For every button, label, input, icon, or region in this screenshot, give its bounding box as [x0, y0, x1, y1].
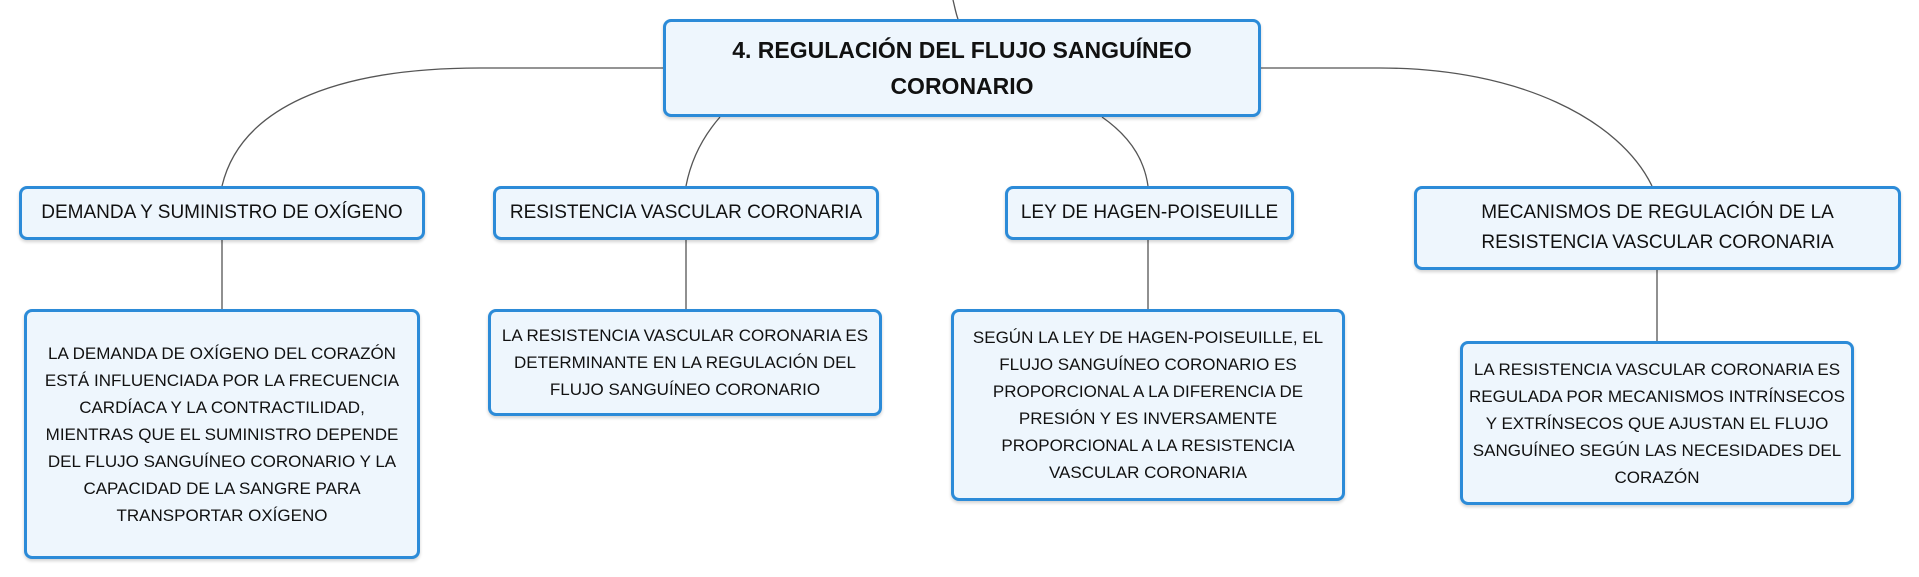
detail-node-resistance-regulation-mechanisms[interactable]: LA RESISTENCIA VASCULAR CORONARIA ES REG…: [1460, 341, 1854, 505]
connector-central-to-branch-2: [685, 116, 721, 187]
central-topic-node[interactable]: 4. REGULACIÓN DEL FLUJO SANGUÍNEO CORONA…: [663, 19, 1261, 117]
detail-text: LA RESISTENCIA VASCULAR CORONARIA ES REG…: [1469, 359, 1845, 487]
connector-central-to-branch-3: [1101, 116, 1149, 187]
branch-label: LEY DE HAGEN-POISEUILLE: [1020, 202, 1279, 223]
connector-central-to-branch-4: [1261, 67, 1653, 187]
detail-node-hagen-poiseuille-law[interactable]: SEGÚN LA LEY DE HAGEN-POISEUILLE, EL FLU…: [951, 309, 1345, 501]
detail-node-oxygen-demand-supply[interactable]: LA DEMANDA DE OXÍGENO DEL CORAZÓN ESTÁ I…: [24, 309, 420, 559]
central-topic-label: 4. REGULACIÓN DEL FLUJO SANGUÍNEO CORONA…: [732, 37, 1192, 99]
detail-node-coronary-vascular-resistance[interactable]: LA RESISTENCIA VASCULAR CORONARIA ES DET…: [488, 309, 882, 416]
branch-node-coronary-vascular-resistance[interactable]: RESISTENCIA VASCULAR CORONARIA: [493, 186, 879, 240]
branch-label: MECANISMOS DE REGULACIÓN DE LA RESISTENC…: [1481, 202, 1834, 253]
connector-central-to-branch-1: [221, 67, 663, 187]
detail-text: LA DEMANDA DE OXÍGENO DEL CORAZÓN ESTÁ I…: [44, 343, 400, 525]
branch-node-oxygen-demand-supply[interactable]: DEMANDA Y SUMINISTRO DE OXÍGENO: [19, 186, 425, 240]
connector-parent-to-central: [952, 0, 959, 20]
branch-label: DEMANDA Y SUMINISTRO DE OXÍGENO: [41, 202, 403, 223]
branch-node-hagen-poiseuille-law[interactable]: LEY DE HAGEN-POISEUILLE: [1005, 186, 1294, 240]
branch-label: RESISTENCIA VASCULAR CORONARIA: [509, 202, 863, 223]
detail-text: SEGÚN LA LEY DE HAGEN-POISEUILLE, EL FLU…: [972, 328, 1324, 482]
branch-node-resistance-regulation-mechanisms[interactable]: MECANISMOS DE REGULACIÓN DE LA RESISTENC…: [1414, 186, 1901, 270]
detail-text: LA RESISTENCIA VASCULAR CORONARIA ES DET…: [501, 326, 869, 399]
